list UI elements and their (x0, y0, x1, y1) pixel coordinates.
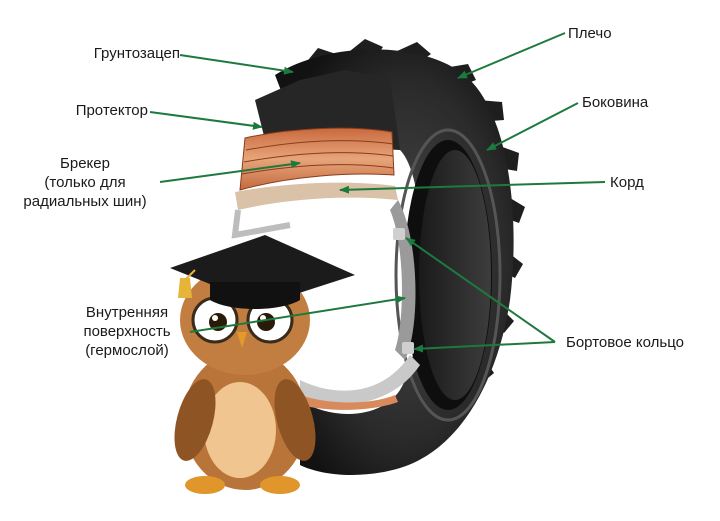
arrow-breker (159, 160, 301, 183)
label-plecho: Плечо (568, 25, 612, 42)
graduation-cap-icon (170, 235, 355, 309)
label-breker: Брекер (только для радиальных шин) (14, 154, 156, 211)
label-bokovina: Боковина (582, 94, 649, 111)
tire-cord-layer (235, 182, 398, 210)
label-vnutr-line3: (гермослой) (85, 342, 169, 359)
arrow-plecho (457, 32, 566, 79)
tire-illustration (231, 39, 525, 476)
callout-arrows (149, 32, 606, 353)
arrow-bortovoe-lower (413, 341, 556, 353)
owl-mascot (170, 235, 355, 494)
tire-bead-upper (393, 228, 405, 240)
label-protektor: Протектор (75, 102, 148, 119)
tire-bead-lower (402, 342, 414, 354)
label-kord: Корд (610, 174, 644, 191)
arrow-gruntozatsep (179, 54, 294, 75)
label-breker-line1: Брекер (60, 155, 110, 172)
label-vnutr-line2: поверхность (83, 323, 171, 340)
label-vnutrennyaya: Внутренняя поверхность (гермослой) (64, 303, 190, 360)
label-breker-line2: (только для (44, 174, 126, 191)
arrow-vnutr (189, 295, 406, 333)
arrow-kord (339, 181, 606, 194)
tire-breaker-layer (239, 127, 395, 191)
arrow-protektor (149, 111, 263, 130)
label-vnutr-line1: Внутренняя (85, 304, 169, 321)
label-gruntozatsep: Грунтозацеп (93, 45, 180, 62)
arrow-bokovina (486, 102, 579, 151)
label-bortovoe-koltso: Бортовое кольцо (566, 334, 684, 351)
label-breker-line3: радиальных шин) (23, 193, 147, 210)
arrow-bortovoe-upper (405, 237, 556, 343)
